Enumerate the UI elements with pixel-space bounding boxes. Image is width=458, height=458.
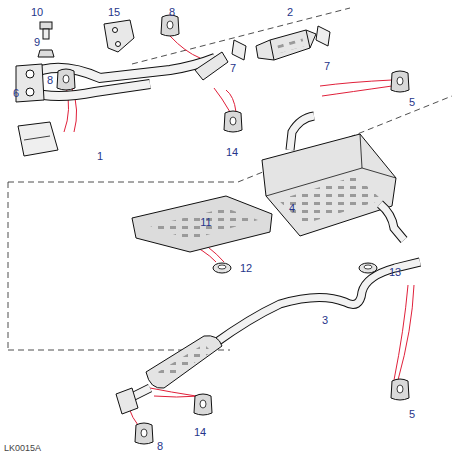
callout-number: 7 — [324, 61, 330, 72]
rear-silencer — [262, 116, 404, 240]
intermediate-pipe — [116, 262, 420, 414]
dashed-boundary — [8, 8, 452, 350]
heat-shield — [132, 196, 272, 252]
catalyst — [256, 30, 316, 60]
callout-number: 5 — [409, 97, 415, 108]
callout-number: 14 — [194, 427, 206, 438]
callout-number: 8 — [47, 75, 53, 86]
mount — [391, 71, 409, 92]
callout-number: 9 — [34, 37, 40, 48]
mount — [135, 423, 153, 444]
fixings — [38, 20, 134, 57]
gaskets — [232, 26, 330, 60]
callout-number: 3 — [322, 315, 328, 326]
callout-number: 2 — [287, 7, 293, 18]
mount — [57, 69, 75, 90]
callout-number: 8 — [157, 441, 163, 452]
callout-number: 10 — [31, 7, 43, 18]
callout-number: 11 — [200, 217, 211, 228]
callout-number: 4 — [289, 203, 295, 214]
callout-number: 6 — [13, 88, 19, 99]
front-pipe — [16, 52, 228, 156]
callout-number: 15 — [108, 7, 120, 18]
callout-number: 1 — [97, 151, 103, 162]
mount — [224, 111, 242, 132]
callout-number: 12 — [240, 263, 252, 274]
callout-number: 5 — [409, 409, 415, 420]
mount — [194, 394, 212, 415]
mount — [391, 379, 409, 400]
callout-number: 13 — [389, 267, 401, 278]
callout-number: 14 — [226, 147, 238, 158]
callout-number: 8 — [169, 7, 175, 18]
callout-number: 7 — [230, 63, 236, 74]
mount — [161, 15, 179, 36]
figure-code: LK0015A — [4, 444, 41, 453]
leader-lines — [64, 36, 414, 428]
grommet — [213, 263, 231, 273]
